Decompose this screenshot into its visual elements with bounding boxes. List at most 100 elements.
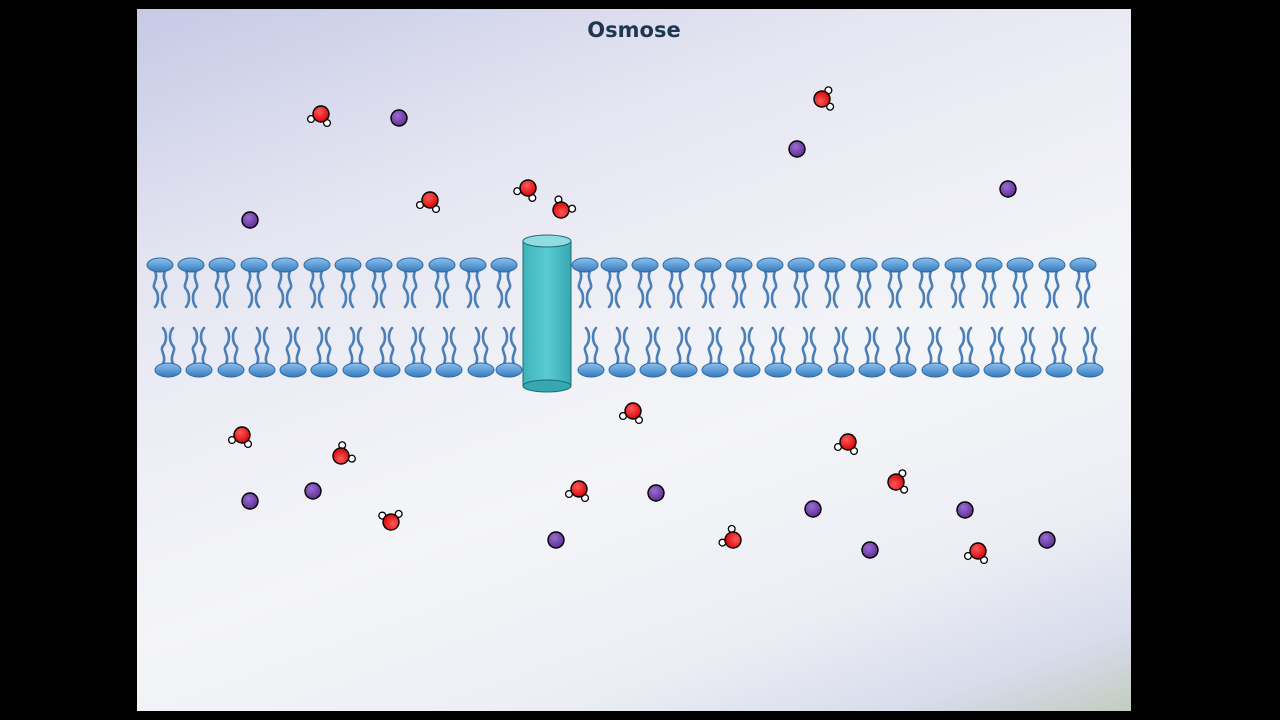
phospholipid	[185, 326, 213, 378]
phospholipid	[818, 257, 846, 309]
lipid-head	[248, 362, 276, 378]
lipid-tail	[285, 269, 293, 309]
lipid-head	[428, 257, 456, 273]
lipid-head	[639, 362, 667, 378]
phospholipid	[889, 326, 917, 378]
phospholipid	[404, 326, 432, 378]
oxygen-atom	[421, 191, 439, 209]
lipid-tail	[509, 326, 517, 366]
slide: Osmose	[137, 9, 1131, 711]
phospholipid	[279, 326, 307, 378]
phospholipid	[146, 257, 174, 309]
lipid-tail	[168, 326, 176, 366]
phospholipid	[701, 326, 729, 378]
lipid-tail	[778, 326, 786, 366]
lipid-head	[1006, 257, 1034, 273]
lipid-tail	[577, 269, 585, 309]
lipid-tail	[841, 326, 849, 366]
lipid-tail	[348, 326, 356, 366]
water-molecule	[306, 105, 332, 128]
lipid-tail	[465, 269, 473, 309]
lipid-head	[459, 257, 487, 273]
solute-particle	[804, 500, 822, 518]
lipid-tail	[371, 269, 379, 309]
lipid-tail	[481, 326, 489, 366]
phospholipid	[631, 257, 659, 309]
lipid-tail	[191, 326, 199, 366]
lipid-head	[396, 257, 424, 273]
oxygen-atom	[887, 473, 905, 491]
oxygen-atom	[624, 402, 642, 420]
molecules	[227, 86, 1056, 565]
water-molecule	[618, 402, 644, 425]
lipid-tail	[418, 326, 426, 366]
phospholipid	[240, 257, 268, 309]
lipid-tail	[864, 269, 872, 309]
phospholipid	[490, 257, 518, 309]
aquaporin-channel	[522, 234, 572, 393]
phospholipid	[725, 257, 753, 309]
lipid-tail	[927, 326, 935, 366]
slide-title: Osmose	[587, 18, 681, 42]
phospholipid	[944, 257, 972, 309]
lipid-tail	[324, 326, 332, 366]
water-molecule	[963, 542, 989, 565]
lipid-tail	[708, 269, 716, 309]
lipid-head	[818, 257, 846, 273]
lipid-tail	[895, 326, 903, 366]
lipid-head	[733, 362, 761, 378]
lipid-tail	[1020, 326, 1028, 366]
lipid-tail	[832, 269, 840, 309]
phospholipid	[608, 326, 636, 378]
lipid-head	[662, 257, 690, 273]
solute-particle	[390, 109, 408, 127]
lipid-head	[342, 362, 370, 378]
phospholipid	[858, 326, 886, 378]
lipid-head	[1069, 257, 1097, 273]
lipid-tail	[645, 269, 653, 309]
lipid-tail	[254, 326, 262, 366]
lipid-tail	[762, 269, 770, 309]
osmosis-diagram	[146, 86, 1104, 565]
lipid-tail	[356, 326, 364, 366]
lipid-tail	[668, 269, 676, 309]
lipid-tail	[989, 326, 997, 366]
phospholipid	[571, 257, 599, 309]
phospholipid	[177, 257, 205, 309]
phospholipid	[208, 257, 236, 309]
lipid-head	[571, 257, 599, 273]
lipid-head	[365, 257, 393, 273]
channel-body	[523, 241, 571, 386]
lipid-tail	[981, 269, 989, 309]
solute-particle	[647, 484, 665, 502]
lipid-tail	[262, 326, 270, 366]
lipid-tail	[160, 269, 168, 309]
lipid-tail	[903, 326, 911, 366]
water-molecule	[415, 191, 441, 214]
lipid-tail	[496, 269, 504, 309]
lipid-tail	[715, 326, 723, 366]
lipid-head	[701, 362, 729, 378]
lipid-tail	[958, 269, 966, 309]
lipid-tail	[285, 326, 293, 366]
lipid-tail	[739, 326, 747, 366]
water-molecule	[564, 480, 590, 503]
lipid-tail	[1059, 326, 1067, 366]
lipid-head	[208, 257, 236, 273]
lipid-tail	[793, 269, 801, 309]
lipid-tail	[801, 269, 809, 309]
lipid-tail	[585, 269, 593, 309]
lipid-head	[303, 257, 331, 273]
phospholipid	[248, 326, 276, 378]
lipid-tail	[684, 326, 692, 366]
lipid-tail	[1090, 326, 1098, 366]
lipid-head	[490, 257, 518, 273]
oxygen-atom	[969, 542, 987, 560]
lipid-tail	[160, 326, 168, 366]
lipid-head	[912, 257, 940, 273]
lipid-head	[787, 257, 815, 273]
lipid-tail	[895, 269, 903, 309]
lipid-head	[795, 362, 823, 378]
lipid-tail	[958, 326, 966, 366]
phospholipid	[921, 326, 949, 378]
